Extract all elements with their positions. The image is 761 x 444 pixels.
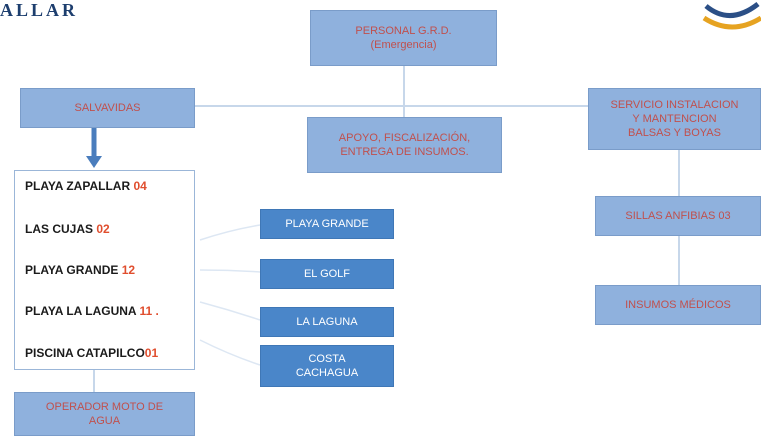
- personal-grd-box: PERSONAL G.R.D. (Emergencia): [310, 10, 497, 66]
- la-laguna-box: LA LAGUNA: [260, 307, 394, 337]
- personal-grd-title: PERSONAL G.R.D.: [355, 25, 452, 37]
- beach-name: PLAYA LA LAGUNA: [25, 304, 137, 318]
- apoyo-line2: ENTREGA DE INSUMOS.: [340, 146, 469, 158]
- beach-count: 01: [144, 346, 159, 360]
- arrow-down-icon: [86, 128, 102, 168]
- servicio-line2: Y MANTENCION: [632, 113, 717, 125]
- salvavidas-box: SALVAVIDAS: [20, 88, 195, 128]
- list-item: PISCINA CATAPILCO01: [25, 346, 158, 360]
- insumos-medicos-label: INSUMOS MÉDICOS: [625, 299, 731, 311]
- servicio-box: SERVICIO INSTALACION Y MANTENCION BALSAS…: [588, 88, 761, 150]
- logo-text: ALLAR: [0, 0, 79, 20]
- beach-name: PISCINA CATAPILCO: [25, 346, 145, 360]
- sillas-anfibias-label: SILLAS ANFIBIAS 03: [625, 210, 731, 222]
- beach-list: PLAYA ZAPALLAR 04 LAS CUJAS 02 PLAYA GRA…: [14, 170, 195, 370]
- connector-top-vertical: [403, 66, 405, 106]
- costa-cachagua-line2: CACHAGUA: [295, 367, 359, 379]
- insumos-medicos-box: INSUMOS MÉDICOS: [595, 285, 761, 325]
- personal-grd-subtitle: (Emergencia): [370, 39, 437, 51]
- list-item: PLAYA ZAPALLAR 04: [25, 179, 147, 193]
- list-item: PLAYA LA LAGUNA 11 .: [25, 304, 159, 318]
- servicio-line3: BALSAS Y BOYAS: [628, 127, 721, 139]
- costa-cachagua-box: COSTA CACHAGUA: [260, 345, 394, 387]
- operador-line1: OPERADOR MOTO DE: [45, 401, 164, 413]
- logo-emblem: [700, 0, 761, 40]
- playa-grande-label: PLAYA GRANDE: [285, 218, 369, 230]
- operador-box: OPERADOR MOTO DE AGUA: [14, 392, 195, 436]
- beach-name: PLAYA GRANDE: [25, 263, 119, 277]
- beach-count: 11 .: [139, 304, 159, 318]
- servicio-line1: SERVICIO INSTALACION: [610, 99, 739, 111]
- la-laguna-label: LA LAGUNA: [296, 316, 358, 328]
- beach-count: 04: [133, 179, 147, 193]
- operador-line2: AGUA: [88, 415, 121, 427]
- beach-count: 02: [96, 222, 110, 236]
- beach-name: PLAYA ZAPALLAR: [25, 179, 131, 193]
- apoyo-line1: APOYO, FISCALIZACIÓN,: [338, 132, 471, 144]
- el-golf-label: EL GOLF: [303, 268, 351, 280]
- apoyo-box: APOYO, FISCALIZACIÓN, ENTREGA DE INSUMOS…: [307, 117, 502, 173]
- playa-grande-box: PLAYA GRANDE: [260, 209, 394, 239]
- list-item: LAS CUJAS 02: [25, 222, 110, 236]
- beach-count: 12: [121, 263, 136, 277]
- connector-mid-vertical: [403, 105, 405, 117]
- beach-name: LAS CUJAS: [25, 222, 94, 236]
- costa-cachagua-line1: COSTA: [308, 353, 346, 365]
- connector-list-down: [93, 370, 95, 392]
- salvavidas-label: SALVAVIDAS: [74, 102, 141, 114]
- connector-horizontal-main: [195, 105, 588, 107]
- fan-connectors: [199, 224, 261, 366]
- el-golf-box: EL GOLF: [260, 259, 394, 289]
- list-item: PLAYA GRANDE 12: [25, 263, 135, 277]
- sillas-anfibias-box: SILLAS ANFIBIAS 03: [595, 196, 761, 236]
